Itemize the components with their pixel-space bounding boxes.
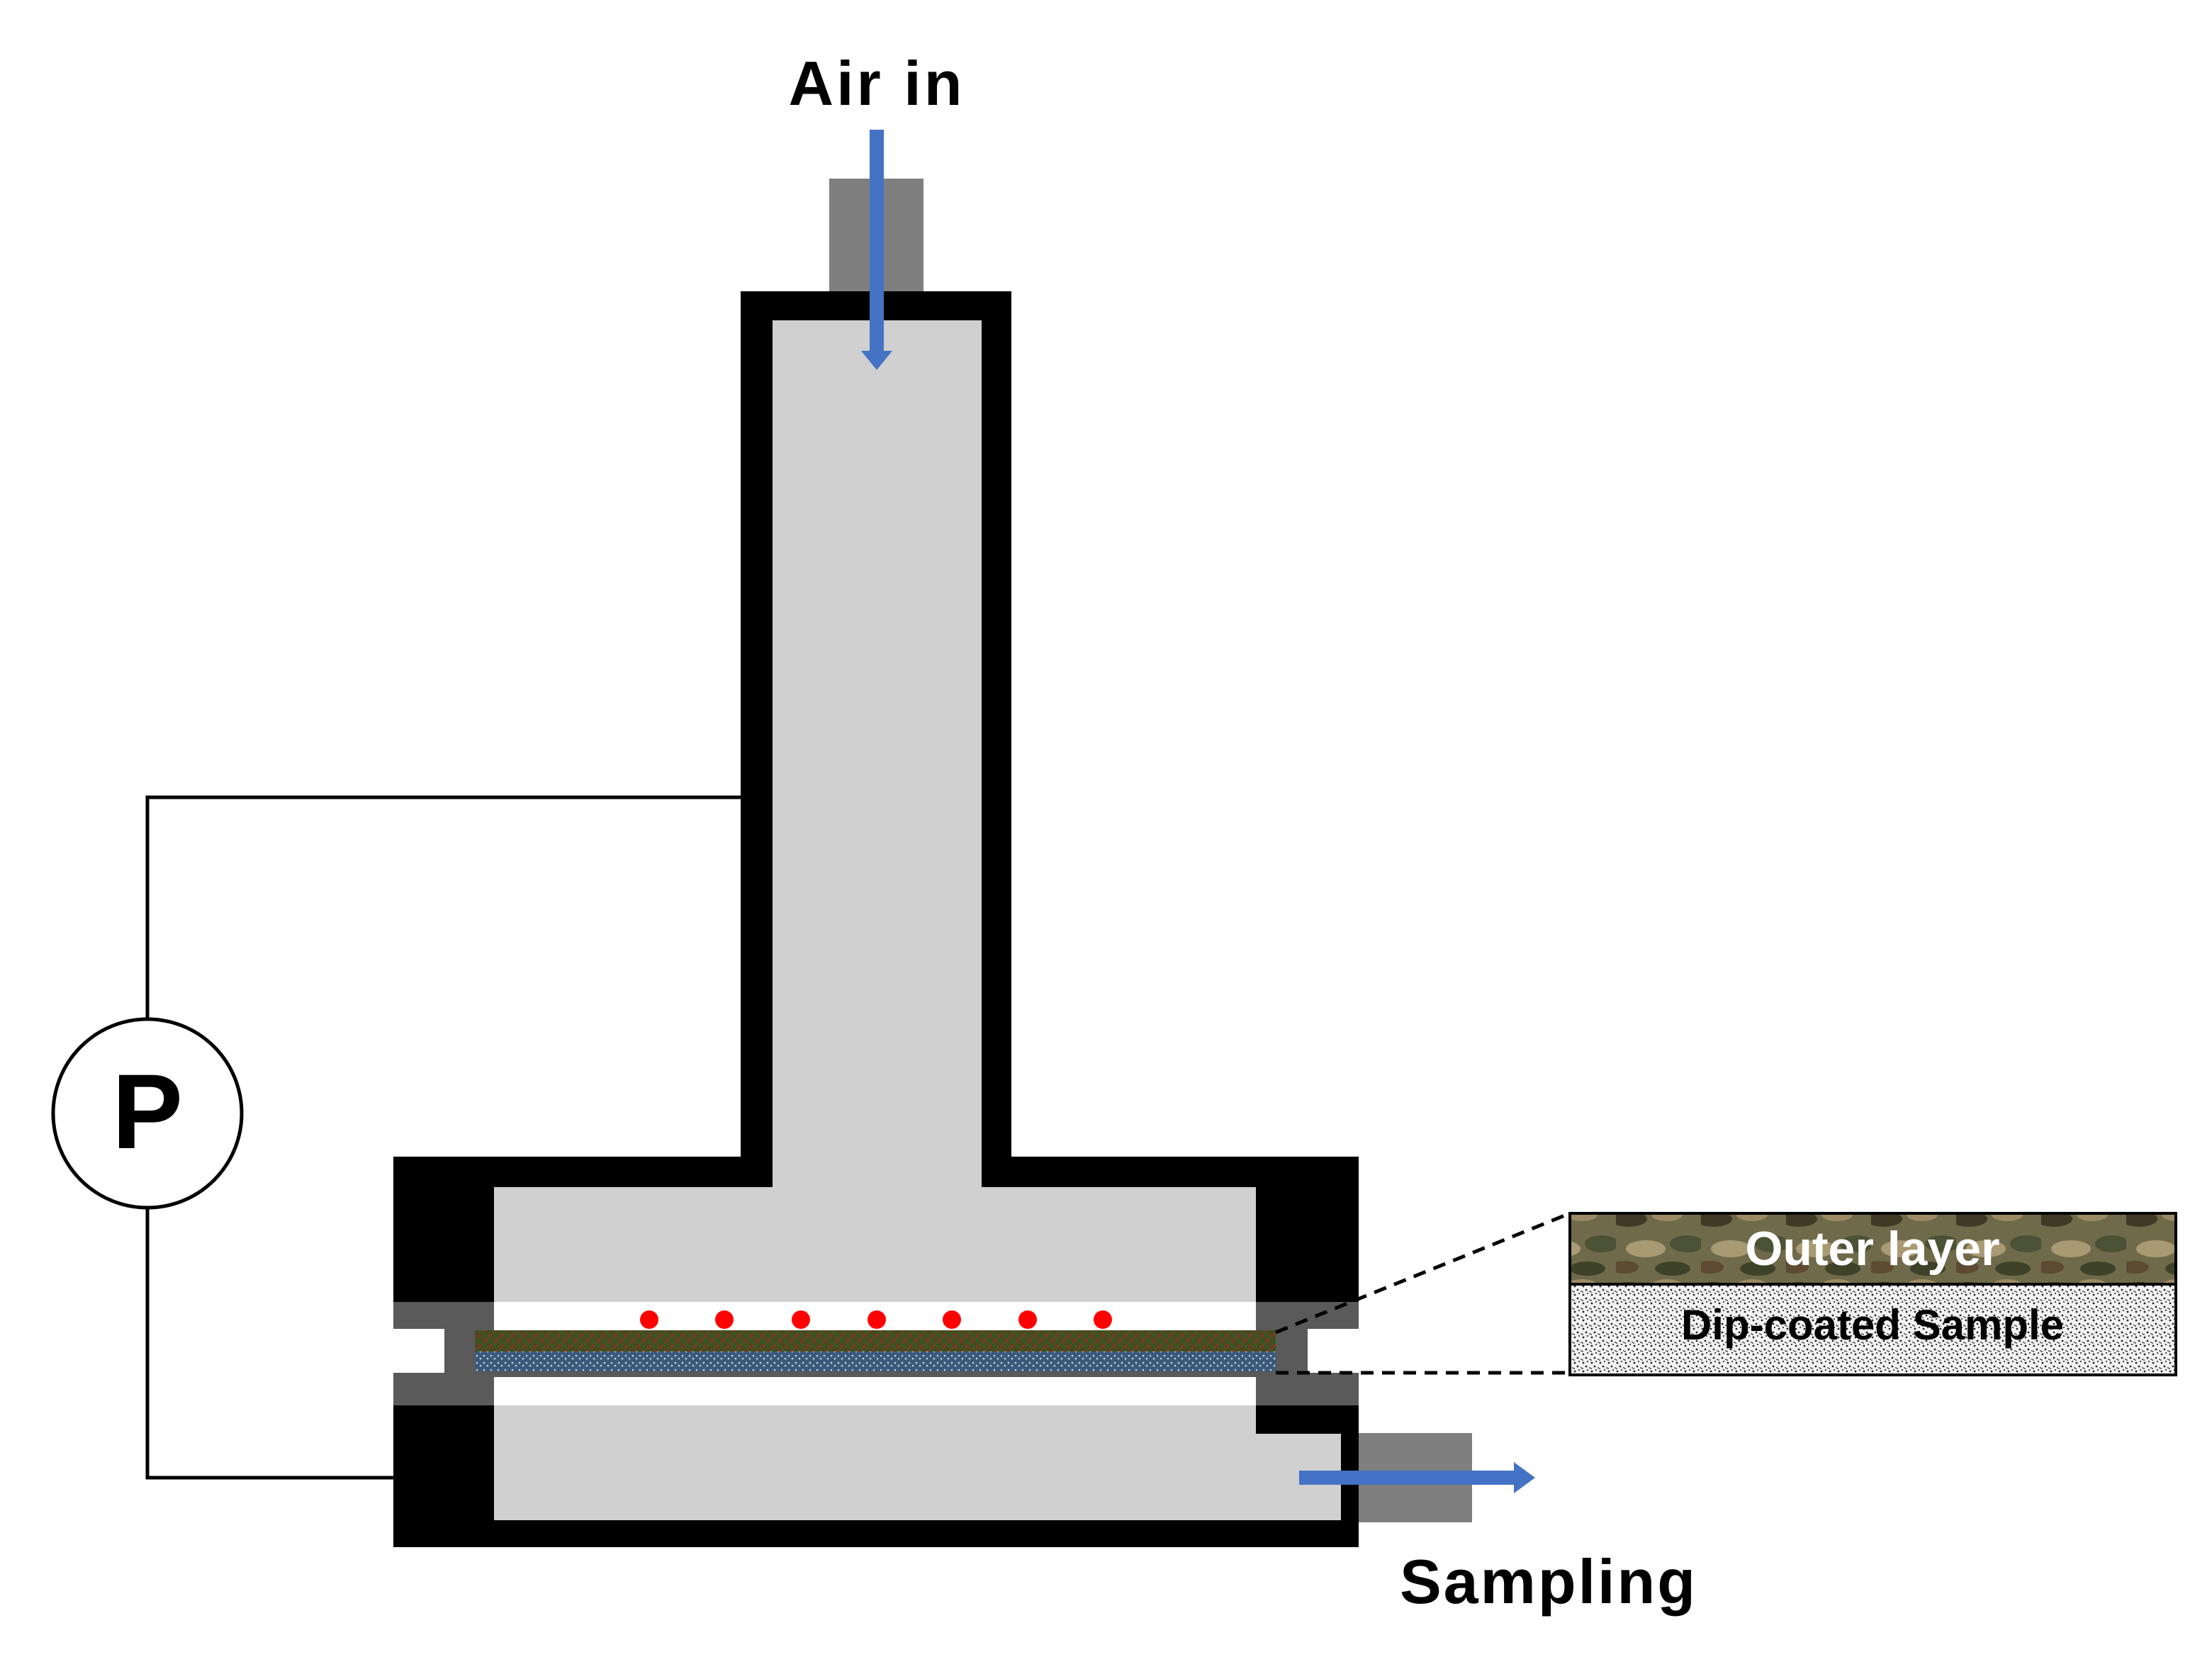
zoom-callout-lines bbox=[1275, 1211, 1571, 1375]
particle-dot-icon bbox=[1018, 1310, 1037, 1329]
pressure-gauge-label: P bbox=[112, 1052, 183, 1171]
gauge-wiring bbox=[145, 795, 741, 1480]
particle-dot-icon bbox=[868, 1310, 886, 1329]
outer-layer-label: Outer layer bbox=[1745, 1222, 1999, 1276]
down-arrow-icon bbox=[861, 130, 892, 370]
particle-dot-icon bbox=[1094, 1310, 1112, 1329]
pressure-gauge-icon: P bbox=[51, 1017, 244, 1210]
particle-dot-icon bbox=[640, 1310, 658, 1329]
chamber-interior bbox=[494, 320, 1341, 1520]
outlet-wall-step bbox=[1256, 1405, 1359, 1434]
particle-dot-icon bbox=[792, 1310, 810, 1329]
particle-dot-icon bbox=[715, 1310, 734, 1329]
sample-dip-coated-layer bbox=[475, 1352, 1276, 1371]
air-in-label: Air in bbox=[789, 48, 965, 118]
dip-coated-sample-label: Dip-coated Sample bbox=[1681, 1301, 2064, 1349]
inset-outer-layer: Outer layer bbox=[1568, 1212, 2177, 1286]
sample-outer-layer bbox=[475, 1330, 1276, 1352]
inset-dip-coated-sample: Dip-coated Sample bbox=[1568, 1283, 2177, 1376]
sampling-label: Sampling bbox=[1400, 1546, 1697, 1617]
right-arrow-icon bbox=[1299, 1462, 1535, 1493]
holder-side-slots bbox=[393, 1329, 1359, 1373]
particle-dot-icon bbox=[943, 1310, 961, 1329]
particles bbox=[640, 1310, 1112, 1329]
